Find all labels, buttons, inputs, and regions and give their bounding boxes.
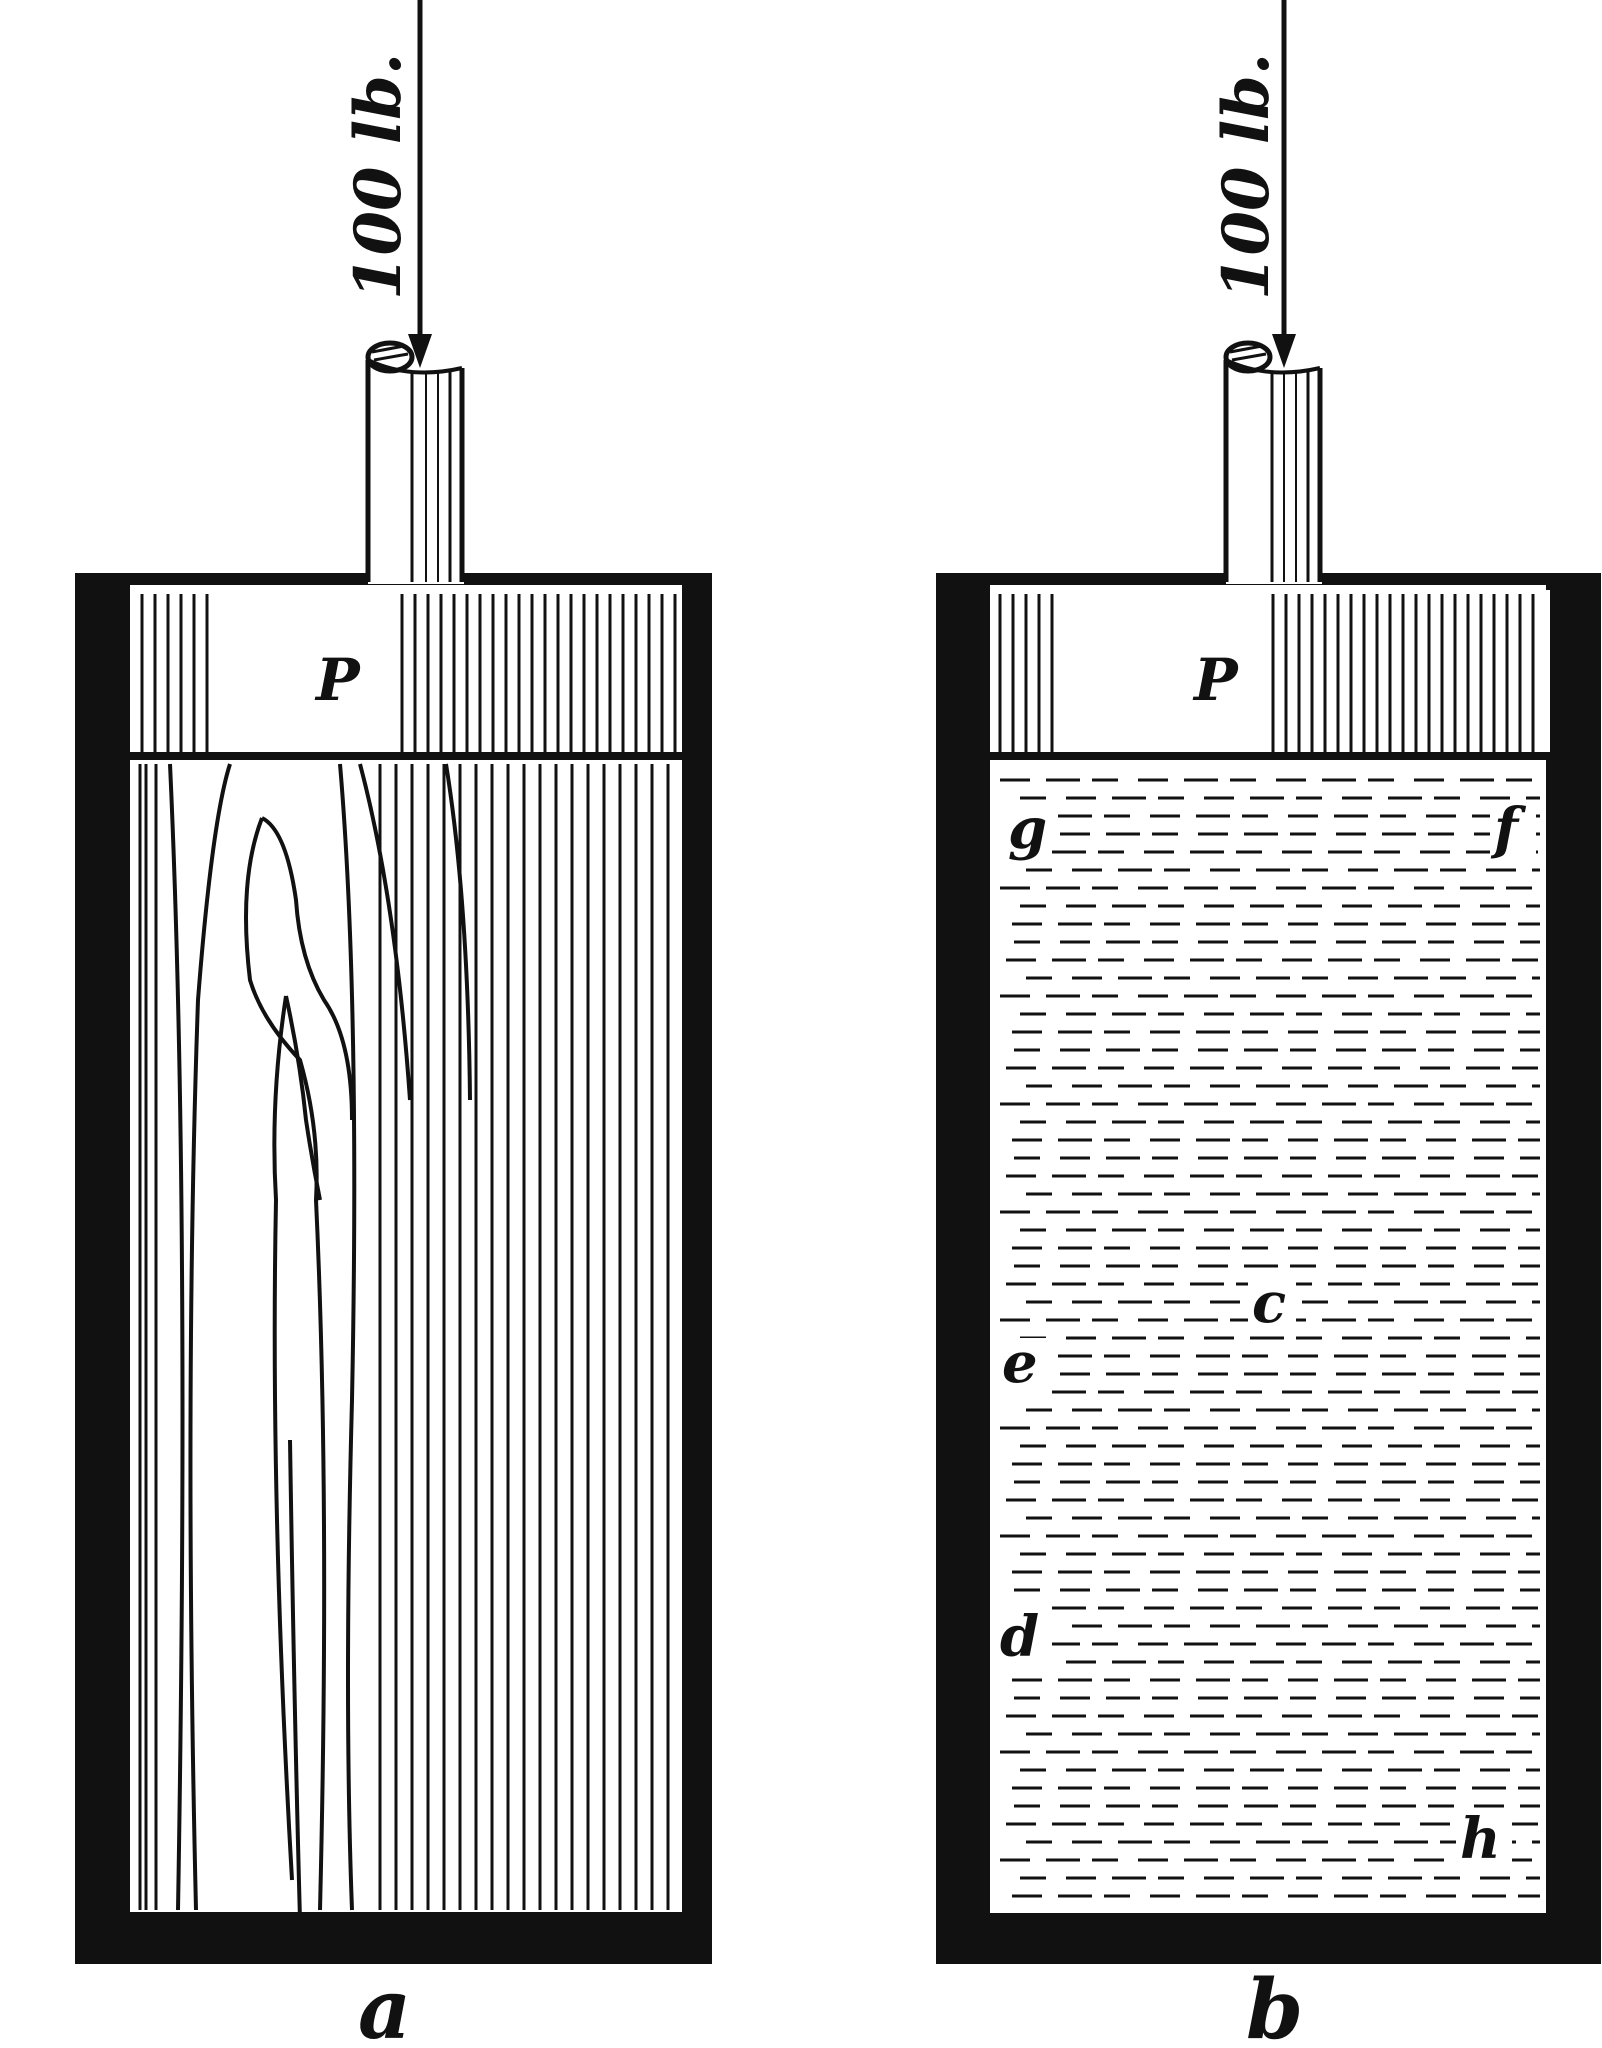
- point-label-g: g: [1008, 796, 1047, 862]
- force-label-b: 100 lb.: [1209, 53, 1284, 300]
- piston-a: P: [130, 590, 682, 760]
- point-label-e: e: [1002, 1330, 1038, 1396]
- point-labels-b: g f c e d h: [996, 796, 1536, 1872]
- point-label-d: d: [1000, 1604, 1039, 1670]
- force-arrow-b: [1272, 0, 1296, 368]
- liquid: [1000, 778, 1540, 1898]
- piston-rod-a: [365, 340, 465, 584]
- cylinder-walls-b: [936, 573, 1601, 1964]
- force-arrow-a: [408, 0, 432, 368]
- panel-a: P 100 lb. a: [75, 0, 712, 2048]
- piston-rod-b: [1223, 340, 1323, 584]
- force-label-a: 100 lb.: [341, 53, 416, 300]
- piston-b: P: [990, 590, 1550, 760]
- point-label-c: c: [1252, 1270, 1286, 1336]
- point-label-h: h: [1460, 1806, 1501, 1872]
- panel-b: P 100 lb. g f c: [936, 0, 1601, 2048]
- wood-block: [138, 763, 670, 1921]
- caption-a: a: [358, 1962, 411, 2048]
- piston-label-b: P: [1192, 646, 1239, 714]
- piston-label-a: P: [314, 646, 361, 714]
- caption-b: b: [1246, 1962, 1303, 2048]
